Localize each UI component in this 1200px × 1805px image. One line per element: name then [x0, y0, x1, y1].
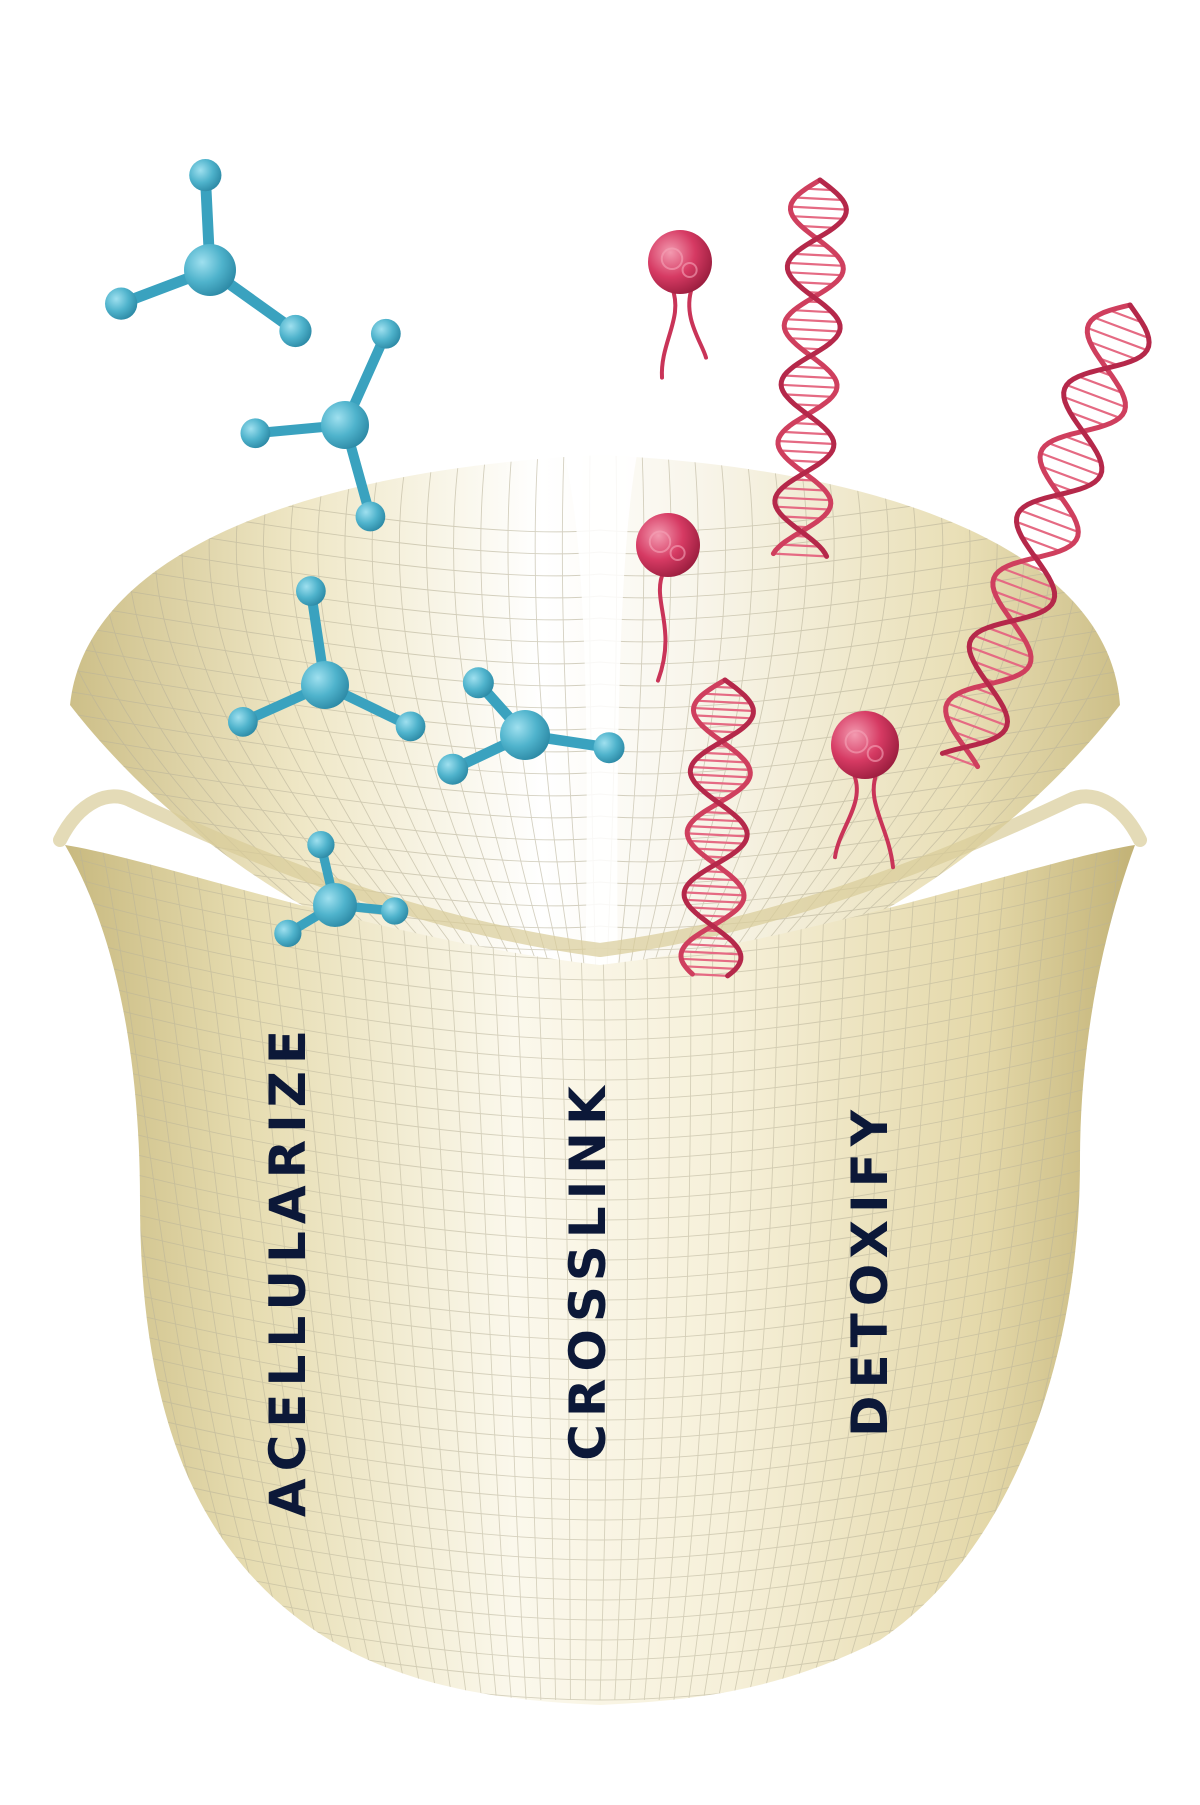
step-label-acellularize: ACELLULARIZE — [259, 1023, 317, 1517]
branched-molecule-icon — [105, 159, 312, 347]
step-label-crosslink: CROSSLINK — [559, 1079, 617, 1461]
cell-icon — [648, 230, 712, 378]
step-label-detoxify: DETOXIFY — [841, 1103, 899, 1437]
